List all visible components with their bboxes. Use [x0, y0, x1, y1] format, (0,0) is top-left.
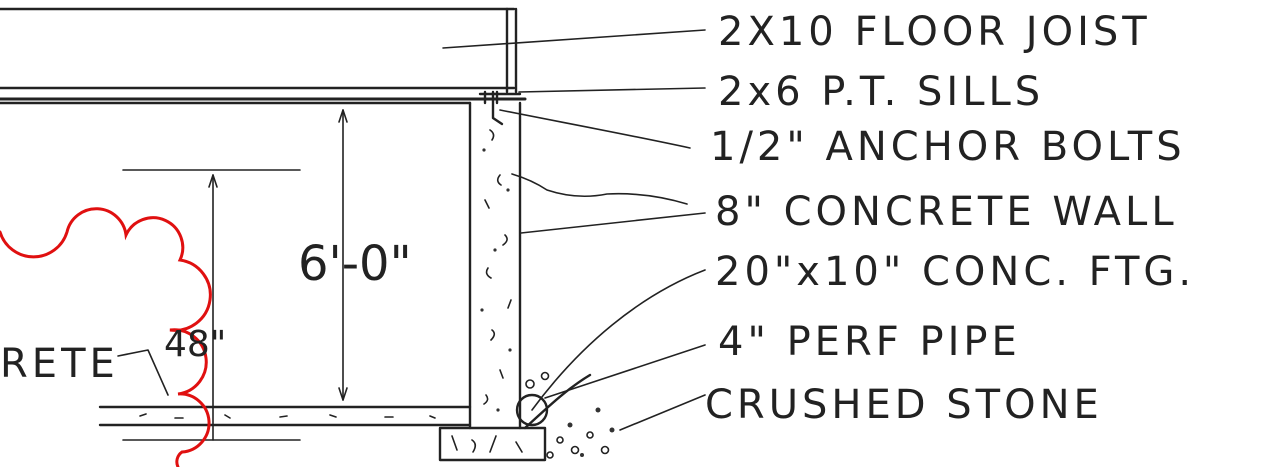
label-concrete-wall: 8" CONCRETE WALL: [715, 189, 1178, 235]
label-slab-partial: RETE: [0, 341, 119, 387]
dimension-revised-height: 48": [164, 324, 226, 365]
wall-height-dimension: [338, 109, 348, 401]
basement-slab: [98, 405, 472, 427]
revision-cloud: [0, 207, 212, 467]
label-sills: 2x6 P.T. SILLS: [718, 69, 1044, 115]
sill-plates: [0, 90, 527, 105]
label-footing: 20"x10" CONC. FTG.: [715, 249, 1195, 295]
crushed-stone: [523, 371, 615, 459]
floor-joist: [0, 7, 518, 94]
concrete-footing: [438, 426, 547, 462]
dimension-wall-height: 6'-0": [298, 236, 412, 292]
leader-lines: [117, 29, 706, 431]
label-floor-joist: 2X10 FLOOR JOIST: [718, 9, 1151, 55]
label-perf-pipe: 4" PERF PIPE: [718, 319, 1021, 365]
perf-pipe: [515, 393, 549, 427]
revised-height-dimension: [122, 169, 301, 441]
label-anchor-bolts: 1/2" ANCHOR BOLTS: [710, 124, 1186, 170]
anchor-bolt: [491, 90, 504, 126]
concrete-wall: [468, 101, 522, 430]
label-crushed-stone: CRUSHED STONE: [705, 382, 1103, 428]
